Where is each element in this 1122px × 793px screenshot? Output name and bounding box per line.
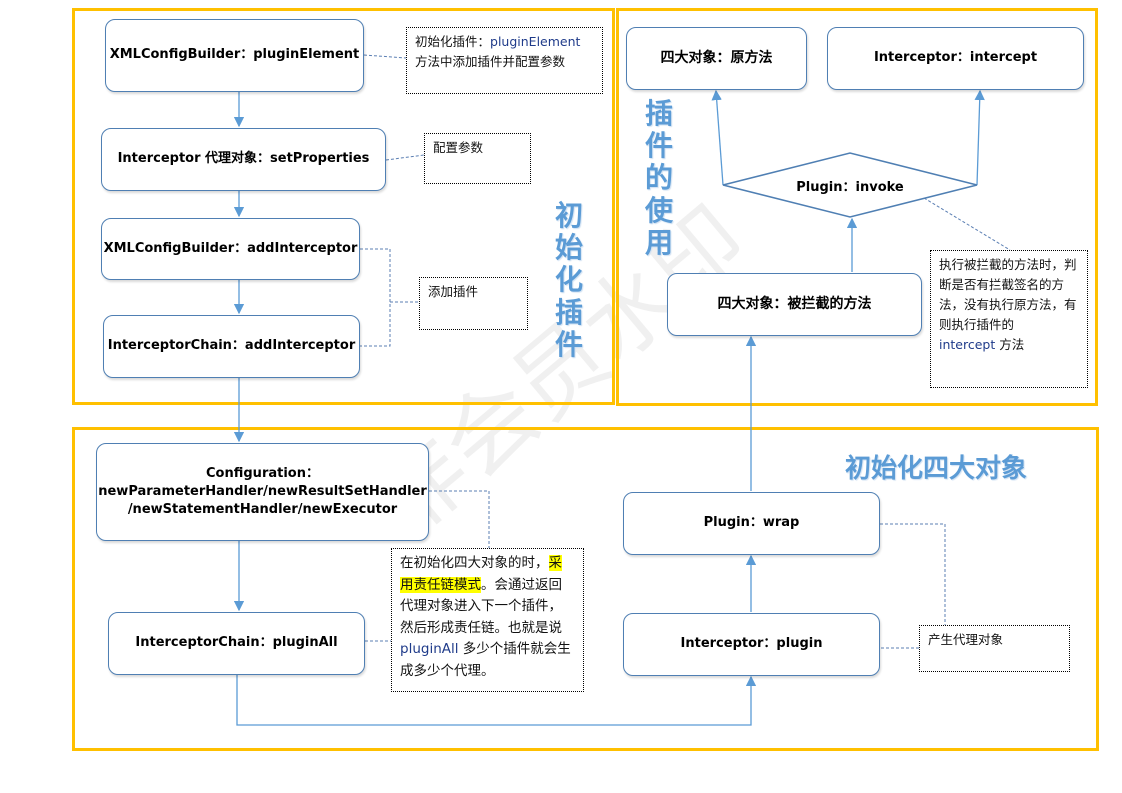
- box-label: Interceptor：intercept: [873, 50, 1038, 66]
- box-label: XMLConfigBuilder：addInterceptor: [103, 240, 358, 256]
- note-text: 执行被拦截的方法时，判断是否有拦截签名的方法，没有执行原方法，有则执行插件的: [939, 257, 1077, 332]
- box-label: InterceptorChain：pluginAll: [135, 635, 338, 651]
- note-add-plugin: 添加插件: [419, 277, 528, 330]
- note-text: 在初始化四大对象的时，: [400, 555, 549, 571]
- note-code: pluginElement: [490, 34, 581, 49]
- box-label: Interceptor：plugin: [680, 636, 823, 652]
- box-label: /newStatementHandler/newExecutor: [127, 502, 398, 518]
- box-label: Configuration：: [206, 465, 319, 481]
- note-text: 配置参数: [433, 140, 484, 155]
- box-label: 四大对象：被拦截的方法: [717, 295, 872, 312]
- section-title-use-plugin: 插件的使用: [644, 97, 673, 259]
- plugin-invoke-label: Plugin：invoke: [796, 180, 904, 195]
- configuration-box: Configuration： newParameterHandler/newRe…: [96, 443, 429, 541]
- note-code: pluginAll: [400, 641, 459, 658]
- chain-plugin-all-box: InterceptorChain：pluginAll: [108, 612, 365, 675]
- section-init-four: [72, 427, 1099, 751]
- note-text: 添加插件: [428, 284, 479, 299]
- note-text: 产生代理对象: [928, 632, 1004, 647]
- section-title-init-four: 初始化四大对象: [845, 454, 1028, 484]
- box-label: Plugin：wrap: [703, 515, 800, 531]
- arrow: [974, 89, 985, 186]
- box-label: InterceptorChain：addInterceptor: [107, 338, 356, 354]
- four-original-box: 四大对象：原方法: [626, 27, 807, 90]
- section-init-plugin: [72, 8, 615, 405]
- note-text: 多少个插件就会生成多少个代理。: [400, 641, 571, 679]
- note-chain-explain: 在初始化四大对象的时，采用责任链模式。会通过返回代理对象进入下一个插件，然后形成…: [391, 548, 584, 692]
- note-invoke-explain: 执行被拦截的方法时，判断是否有拦截签名的方法，没有执行原方法，有则执行插件的 in…: [930, 250, 1088, 388]
- box-label: newParameterHandler/newResultSetHandler: [98, 483, 427, 499]
- arrow: [711, 89, 724, 186]
- interceptor-plugin-box: Interceptor：plugin: [623, 613, 880, 676]
- note-config-params: 配置参数: [424, 133, 531, 184]
- note-plugin-element: 初始化插件：pluginElement 方法中添加插件并配置参数: [406, 27, 603, 94]
- arrow: [236, 675, 757, 726]
- box-label: XMLConfigBuilder：pluginElement: [109, 47, 360, 63]
- chain-add-interceptor-box: InterceptorChain：addInterceptor: [103, 315, 360, 378]
- section-title-init-plugin: 初始化插件: [554, 199, 583, 361]
- box-label: 四大对象：原方法: [660, 49, 773, 66]
- xml-plugin-element-box: XMLConfigBuilder：pluginElement: [105, 19, 364, 92]
- section-use-plugin: [616, 8, 1098, 406]
- interceptor-intercept-box: Interceptor：intercept: [827, 27, 1084, 90]
- four-intercepted-box: 四大对象：被拦截的方法: [667, 273, 922, 336]
- interceptor-set-properties-box: Interceptor 代理对象：setProperties: [101, 128, 386, 191]
- plugin-wrap-box: Plugin：wrap: [623, 492, 880, 555]
- note-text: 初始化插件：: [415, 34, 491, 49]
- note-code: intercept: [939, 337, 996, 352]
- note-create-proxy: 产生代理对象: [919, 625, 1070, 672]
- note-text: 方法中添加插件并配置参数: [415, 54, 566, 69]
- box-label: Interceptor 代理对象：setProperties: [117, 151, 370, 167]
- note-text: 方法: [995, 337, 1025, 352]
- plugin-invoke-diamond: [722, 152, 978, 218]
- note-text: 。会通过返回代理对象进入下一个插件，然后形成责任链。也就是说: [400, 576, 562, 636]
- xml-add-interceptor-box: XMLConfigBuilder：addInterceptor: [101, 218, 360, 280]
